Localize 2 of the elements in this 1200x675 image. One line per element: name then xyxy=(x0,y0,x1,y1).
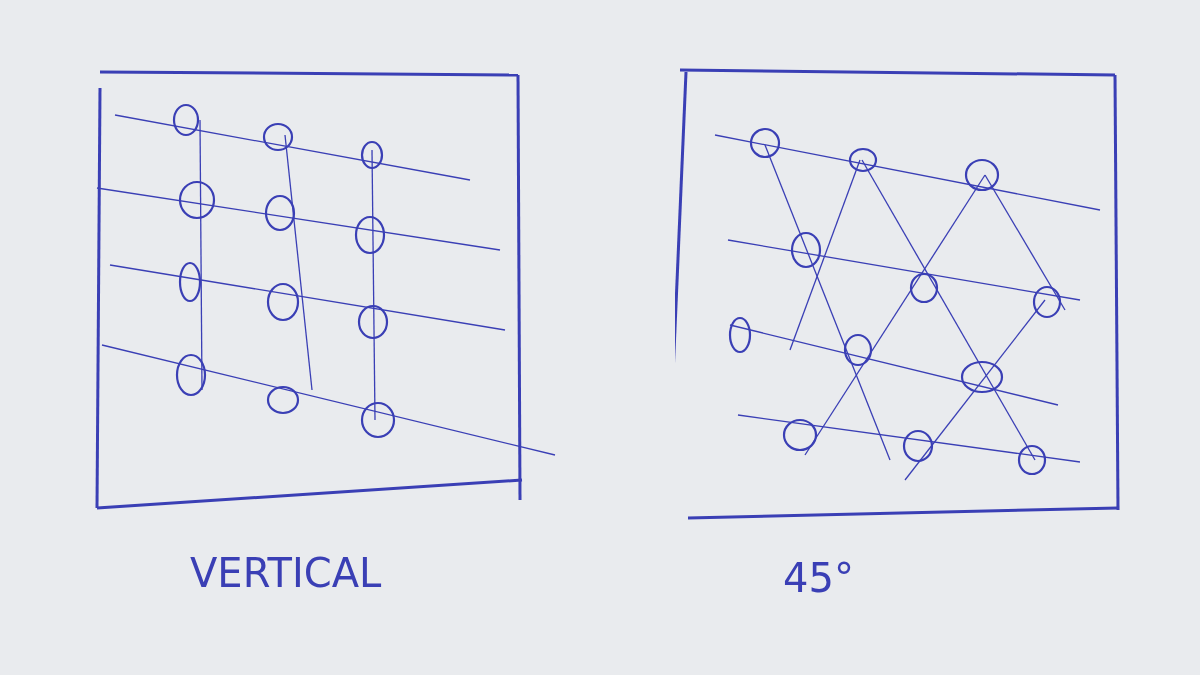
panel-heading: 45° xyxy=(783,555,854,601)
panel-heading: VERTICAL xyxy=(190,550,382,596)
